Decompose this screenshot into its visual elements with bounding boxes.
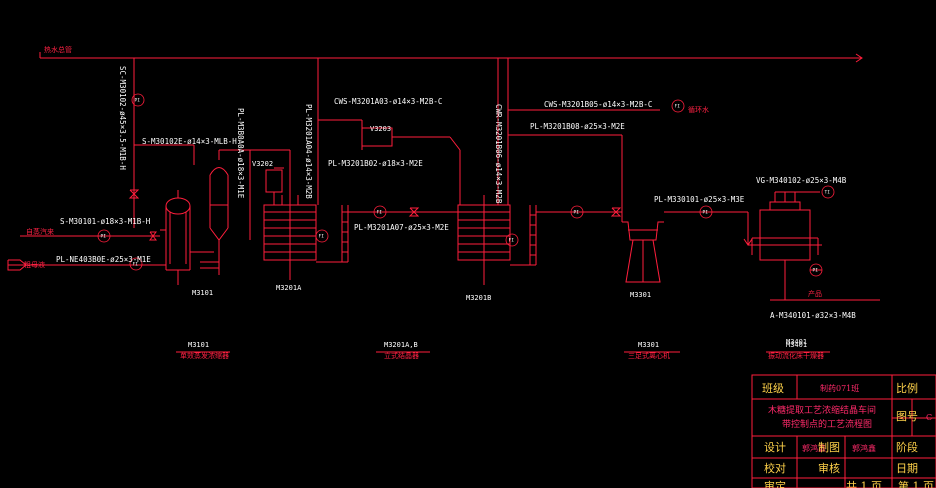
instrument-fi10-tag: TI	[825, 190, 831, 196]
title-block-frame	[751, 374, 936, 488]
instrument-fi3	[129, 257, 143, 271]
tb-title-line2: 带控制点的工艺流程图	[782, 418, 872, 430]
a-line-label: A-M340101-ø32×3-M4B	[770, 311, 856, 320]
steam-main-label: 热水总管	[44, 45, 72, 54]
pl-b08-label: PL-M3201B08-ø25×3-M2E	[530, 122, 625, 131]
dryer-m3401	[748, 191, 880, 301]
tb-date-label: 日期	[896, 462, 918, 475]
caption-name-4: 振动流化床干燥器	[768, 351, 824, 360]
instrument-fi8-tag: FI	[675, 104, 681, 110]
crystallizer-m3201a	[263, 195, 317, 280]
feed-in-label: 粗母液	[24, 260, 45, 269]
tb-design-value: 郭鸿鑫	[802, 443, 826, 453]
equipment-tag-m3101: M3101	[192, 289, 213, 297]
tb-class-label: 班级	[762, 382, 784, 395]
valve-sc	[128, 189, 140, 199]
instrument-fi9	[699, 205, 713, 219]
instrument-fi3-tag: FI	[133, 262, 139, 268]
pl-a07-label: PL-M3201A07-ø25×3-M2E	[354, 223, 449, 232]
tb-bottom-right: 第 1 页	[898, 479, 934, 488]
instrument-fi8	[671, 99, 685, 113]
equipment-tag-m3401: M3401	[786, 338, 807, 346]
instrument-fi4	[315, 229, 329, 243]
sc-line-label: SC-M30102-ø45×3.5-M1B-H	[118, 66, 127, 170]
tb-drawing-no-value: C	[926, 413, 932, 422]
evaporator-m3101	[160, 190, 214, 285]
caption-tag-3: M3301	[638, 341, 659, 349]
tb-design-label: 设计	[764, 441, 786, 454]
steam-in-label: 自蒸汽来	[26, 227, 54, 236]
tb-review-label: 审核	[818, 461, 840, 475]
cwr-b06-label: CWR-M3201B06-ø14×3-M2B	[494, 104, 503, 204]
s-line-2-label: S-M30101-ø18×3-M1B-H	[60, 217, 151, 226]
instrument-fi5	[373, 205, 387, 219]
instrument-fi6-tag: FI	[509, 238, 515, 244]
to-recycle-label: 循环水	[688, 105, 709, 114]
caption-name-1: 单效蒸发浓缩器	[180, 351, 229, 360]
s-line-1-label: S-M30102E-ø14×3-MLB-H	[142, 137, 237, 146]
cws-b05-label: CWS-M3201B05-ø14×3-M2B-C	[544, 100, 652, 109]
equipment-tag-m3301: M3301	[630, 291, 651, 299]
caption-tag-4: M3401	[786, 341, 807, 349]
caption-name-2: 立式结晶器	[384, 351, 419, 360]
feed-inlet-tag	[7, 259, 27, 271]
tb-drawing-no-label: 图号	[896, 410, 918, 423]
instrument-fi2	[97, 229, 111, 243]
instrument-fi1-tag: PI	[135, 98, 141, 104]
equipment-tag-m3201b: M3201B	[466, 294, 491, 302]
instrument-fi7-tag: PI	[574, 210, 580, 216]
instrument-fi7	[570, 205, 584, 219]
valve-tag-v3202: V3202	[252, 160, 273, 168]
instrument-fi11	[809, 263, 823, 277]
tb-ratio-label: 比例	[896, 381, 918, 395]
crystallizer-m3201b	[457, 195, 511, 285]
instrument-fi11-tag: PI	[813, 268, 819, 274]
product-label: 产品	[808, 289, 822, 298]
caption-tag-1: M3101	[188, 341, 209, 349]
pl-m3101-label: PL-M3B0A0A-ø18×3-M1E	[236, 108, 245, 199]
tb-bottom-mid: 共 1 页	[846, 480, 882, 488]
pl-m3201b04-label: PL-M3201A04-ø14×3-M2B	[304, 104, 313, 199]
cws-a03-label: CWS-M3201A03-ø14×3-M2B-C	[334, 97, 442, 106]
centrifuge-m3301	[621, 212, 664, 283]
separator-tower	[200, 149, 290, 275]
equipment-tag-m3201a: M3201A	[276, 284, 302, 292]
instrument-fi2-tag: PI	[101, 234, 107, 240]
instrument-fi9-tag: PI	[703, 210, 709, 216]
pl-b02-label: PL-M3201B02-ø18×3-M2E	[328, 159, 423, 168]
pl-ne-label: PL-NE403B0E-ø25×3-M1E	[56, 255, 151, 264]
tb-stage-label: 阶段	[896, 440, 918, 454]
tb-title-line1: 木糖提取工艺浓缩结晶车间	[768, 404, 876, 416]
instrument-fi10	[821, 185, 835, 199]
caption-tag-2: M3201A,B	[384, 341, 418, 349]
instrument-fi1	[131, 93, 145, 107]
vg-line-label: VG-M340102-ø25×3-M4B	[756, 176, 847, 185]
cooling-ladder-a	[316, 205, 349, 263]
tb-draw-value: 郭鸿鑫	[852, 443, 876, 453]
tb-check-label: 校对	[764, 461, 786, 475]
pl-m330-label: PL-M330101-ø25×3-M3E	[654, 195, 745, 204]
cooling-ladder-b	[510, 205, 537, 266]
tb-class-value: 制药071班	[820, 383, 859, 393]
instrument-fi6	[505, 233, 519, 247]
caption-name-3: 三足式离心机	[628, 351, 670, 360]
instrument-fi5-tag: FI	[377, 210, 383, 216]
tb-bottom-left: 审定	[764, 479, 786, 488]
valve-v3202	[265, 169, 283, 193]
tb-draw-label: 制图	[818, 441, 840, 454]
valve-tag-v3203: V3203	[370, 125, 391, 133]
instrument-fi4-tag: FI	[319, 234, 325, 240]
steam-header-arrow	[855, 53, 863, 63]
